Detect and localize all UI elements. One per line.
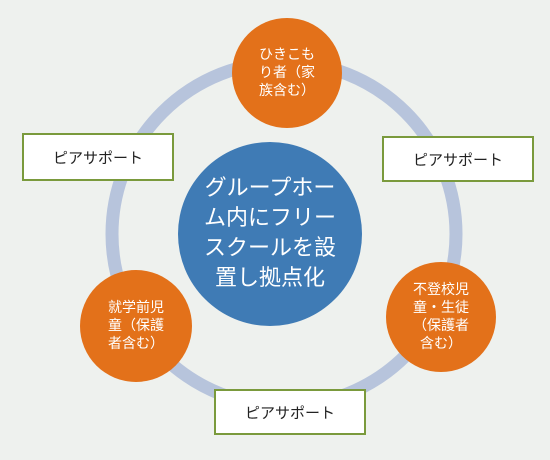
peer-support-label-left: ピアサポート [52,148,143,167]
center-hub-node: グループホーム内にフリースクールを設置し拠点化 [178,142,362,326]
node-hikikomori-label: ひきこも り者（家 族含む） [259,47,315,99]
peer-support-label-right: ピアサポート [412,150,503,169]
peer-support-box-bottom: ピアサポート [214,389,366,435]
node-truant-students-label: 不登校児 童・生徒 （保護者 含む） [413,282,469,352]
node-hikikomori: ひきこも り者（家 族含む） [232,18,342,128]
center-hub-label: グループホーム内にフリースクールを設置し拠点化 [203,176,336,291]
node-preschool-children-label: 就学前児 童（保護 者含む） [108,300,164,352]
node-preschool-children: 就学前児 童（保護 者含む） [80,270,192,382]
peer-support-label-bottom: ピアサポート [244,403,335,422]
peer-support-box-right: ピアサポート [382,136,534,182]
node-truant-students: 不登校児 童・生徒 （保護者 含む） [386,262,496,372]
peer-support-box-left: ピアサポート [22,133,174,181]
